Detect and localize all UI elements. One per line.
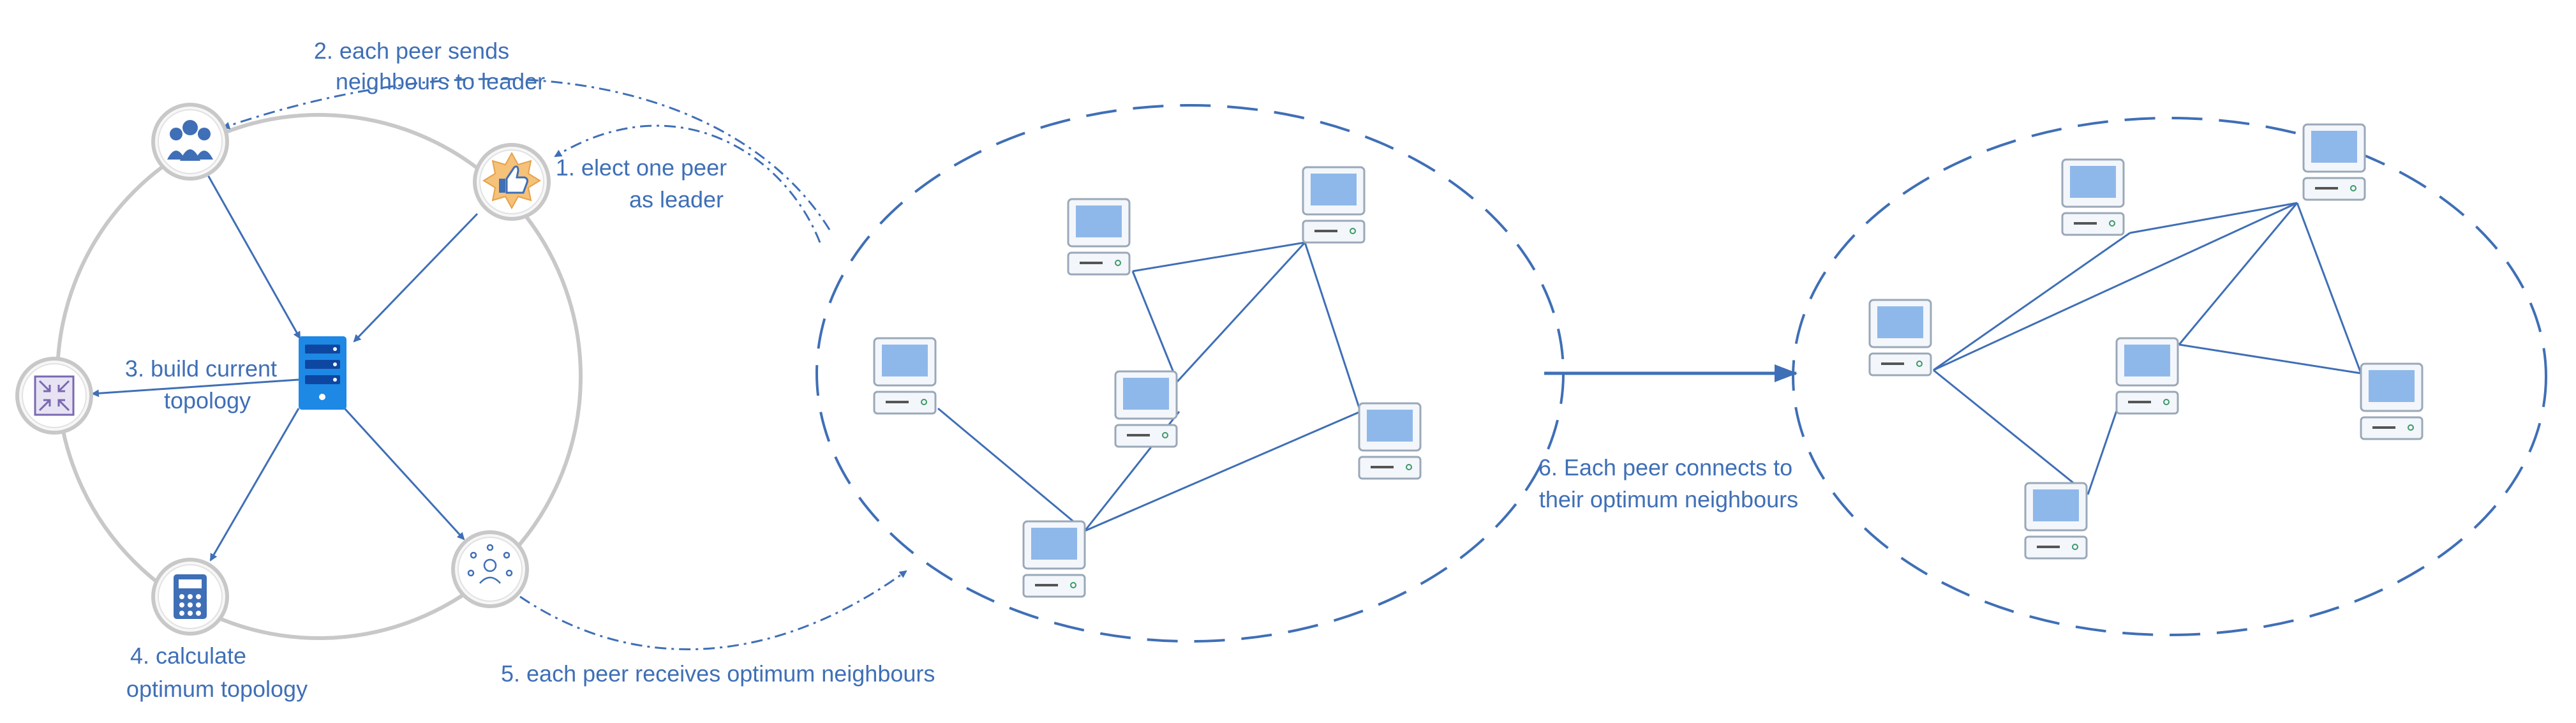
spoke-leader-to-network	[343, 407, 465, 540]
spoke-leader-to-calc	[209, 408, 300, 562]
spoke-peers-to-leader	[206, 174, 301, 339]
peer-computer-icon	[1067, 198, 1131, 276]
peer-computer-icon	[2061, 158, 2125, 236]
calculator-icon	[174, 574, 207, 619]
node-peers-group	[151, 103, 229, 181]
peer-computer-icon	[2302, 123, 2366, 201]
node-network-person	[451, 530, 529, 608]
curve-step1	[554, 124, 821, 243]
node-elect	[473, 143, 551, 221]
label-step5: 5. each peer receives optimum neighbours	[501, 660, 935, 687]
node-calculator	[151, 558, 229, 636]
label-step4: 4. calculate optimum topology	[126, 643, 308, 702]
network-person-icon	[467, 544, 513, 584]
label-step2: 2. each peer sends neighbours to leader	[314, 38, 545, 94]
label-step3: 3. build current topology	[125, 355, 283, 414]
label-step1: 1. elect one peer as leader	[556, 154, 733, 212]
node-topology	[15, 357, 93, 435]
current-links	[937, 241, 1362, 532]
optimum-links	[1933, 202, 2362, 496]
spoke-leader-to-topology	[91, 378, 299, 398]
server-icon	[299, 336, 346, 410]
peer-computer-icon	[2360, 362, 2423, 440]
peer-computer-icon	[1868, 299, 1932, 376]
peer-computer-icon	[1022, 520, 1086, 598]
shrink-arrows-icon	[34, 375, 75, 416]
peer-computer-icon	[1114, 370, 1178, 448]
peer-computer-icon	[2024, 482, 2088, 560]
spoke-elect-to-leader	[353, 212, 479, 343]
peer-computer-icon	[1358, 402, 1422, 480]
peer-computer-icon	[2115, 337, 2179, 415]
label-step6: 6. Each peer connects to their optimum n…	[1538, 454, 1799, 512]
curve-step5	[519, 570, 907, 650]
curve-step2	[222, 78, 831, 230]
network-ellipse-optimum	[1792, 117, 2547, 636]
peer-computer-icon	[1302, 166, 1366, 244]
peer-computer-icon	[873, 337, 937, 415]
thumbs-up-badge-icon	[482, 151, 541, 210]
users-group-icon	[167, 120, 213, 161]
